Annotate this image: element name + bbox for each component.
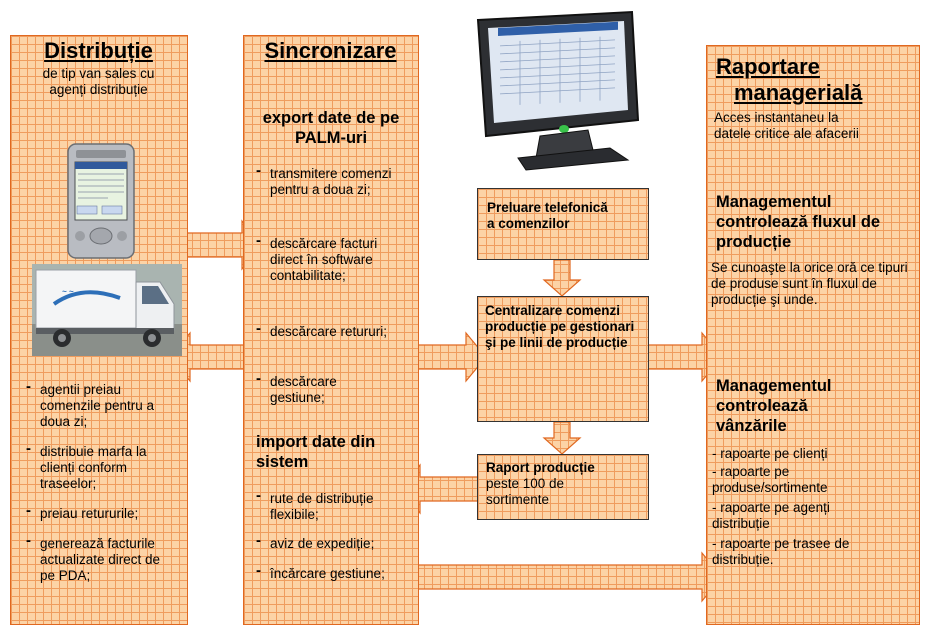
vanzari-title: Managementul controlează vânzările [716, 377, 832, 435]
vanzari-item-3: - rapoarte pe agenți distribuție [712, 500, 830, 531]
distributie-title: Distribuție [44, 38, 153, 63]
raportare-title-line2: managerială [734, 80, 863, 105]
preluare-box: Preluare telefonică a comenzilor [477, 188, 649, 260]
distributie-bullet-3: -preiau retururile; [26, 502, 139, 522]
export-bullet-1: -transmitere comenzi pentru a doua zi; [256, 162, 392, 198]
export-title: export date de pe PALM-uri [262, 109, 400, 147]
raport-productie-text: peste 100 de sortimente [486, 476, 565, 507]
export-bullet-1-text: transmitere comenzi pentru a doua zi; [270, 166, 392, 197]
preluare-text: Preluare telefonică a comenzilor [487, 200, 608, 231]
import-bullet-2-text: aviz de expediție; [270, 536, 375, 551]
export-bullet-2-text: descărcare facturi direct în software co… [270, 236, 378, 283]
distributie-bullet-4-text: generează facturile actualizate direct d… [40, 536, 161, 583]
arrow-preluare-to-centralizare [542, 259, 582, 297]
raport-productie-box: Raport producție peste 100 de sortimente [477, 454, 649, 520]
import-title: import date din sistem [256, 433, 376, 471]
vanzari-item-1: - rapoarte pe clienți [712, 446, 828, 461]
centralizare-box: Centralizare comenzi producție pe gestio… [477, 296, 649, 422]
import-bullet-2: -aviz de expediție; [256, 532, 375, 552]
centralizare-text: Centralizare comenzi producție pe gestio… [485, 303, 635, 350]
distributie-subtitle-line2: agenți distribuție [49, 82, 148, 97]
raportare-intro: Acces instantaneu la datele critice ale … [714, 110, 859, 141]
export-bullet-4-text: descărcare gestiune; [270, 374, 337, 405]
export-bullet-2: -descărcare facturi direct în software c… [256, 232, 378, 284]
flux-text: Se cunoaşte la orice oră ce tipuri de pr… [711, 260, 908, 307]
export-bullet-3: -descărcare retururi; [256, 320, 388, 340]
distributie-subtitle-line1: de tip van sales cu [42, 66, 155, 81]
sincronizare-panel: Sincronizare export date de pe PALM-uri … [243, 35, 419, 625]
distributie-bullet-2: -distribuie marfa la clienți conform tra… [26, 440, 147, 492]
distributie-bullet-4: -generează facturile actualizate direct … [26, 532, 161, 584]
import-bullet-3: -încărcare gestiune; [256, 562, 385, 582]
distributie-bullet-1-text: agentii preiau comenzile pentru a doua z… [40, 382, 155, 429]
distributie-bullet-3-text: preiau retururile; [40, 506, 139, 521]
vanzari-item-2: - rapoarte pe produse/sortimente [712, 464, 828, 495]
pda-device-image [67, 143, 135, 259]
raportare-panel: Raportare managerială Acces instantaneu … [706, 45, 920, 625]
import-bullet-1-text: rute de distribuție flexibile; [270, 491, 374, 522]
export-bullet-4: -descărcare gestiune; [256, 370, 337, 406]
arrow-centralizare-to-raport [542, 421, 582, 455]
svg-text:~ ~: ~ ~ [62, 287, 74, 296]
vanzari-item-4: - rapoarte pe trasee de distribuție. [712, 536, 850, 567]
pos-terminal-image [476, 10, 640, 171]
distributie-panel: Distribuție de tip van sales cu agenți d… [10, 35, 188, 625]
arrow-sincronizare-to-raportare [417, 551, 723, 603]
distributie-bullet-2-text: distribuie marfa la clienți conform tras… [40, 444, 147, 491]
raport-productie-title: Raport producție [486, 460, 595, 475]
export-bullet-3-text: descărcare retururi; [270, 324, 388, 339]
sincronizare-title: Sincronizare [264, 38, 397, 63]
import-bullet-1: -rute de distribuție flexibile; [256, 487, 374, 523]
arrow-sincronizare-to-centralizare [417, 331, 487, 383]
delivery-truck-image: ~ ~ [32, 264, 182, 356]
flux-title: Managementul controlează fluxul de produ… [716, 193, 881, 251]
import-bullet-3-text: încărcare gestiune; [270, 566, 385, 581]
raportare-title-line1: Raportare [716, 54, 820, 79]
distributie-bullet-1: -agentii preiau comenzile pentru a doua … [26, 378, 155, 430]
